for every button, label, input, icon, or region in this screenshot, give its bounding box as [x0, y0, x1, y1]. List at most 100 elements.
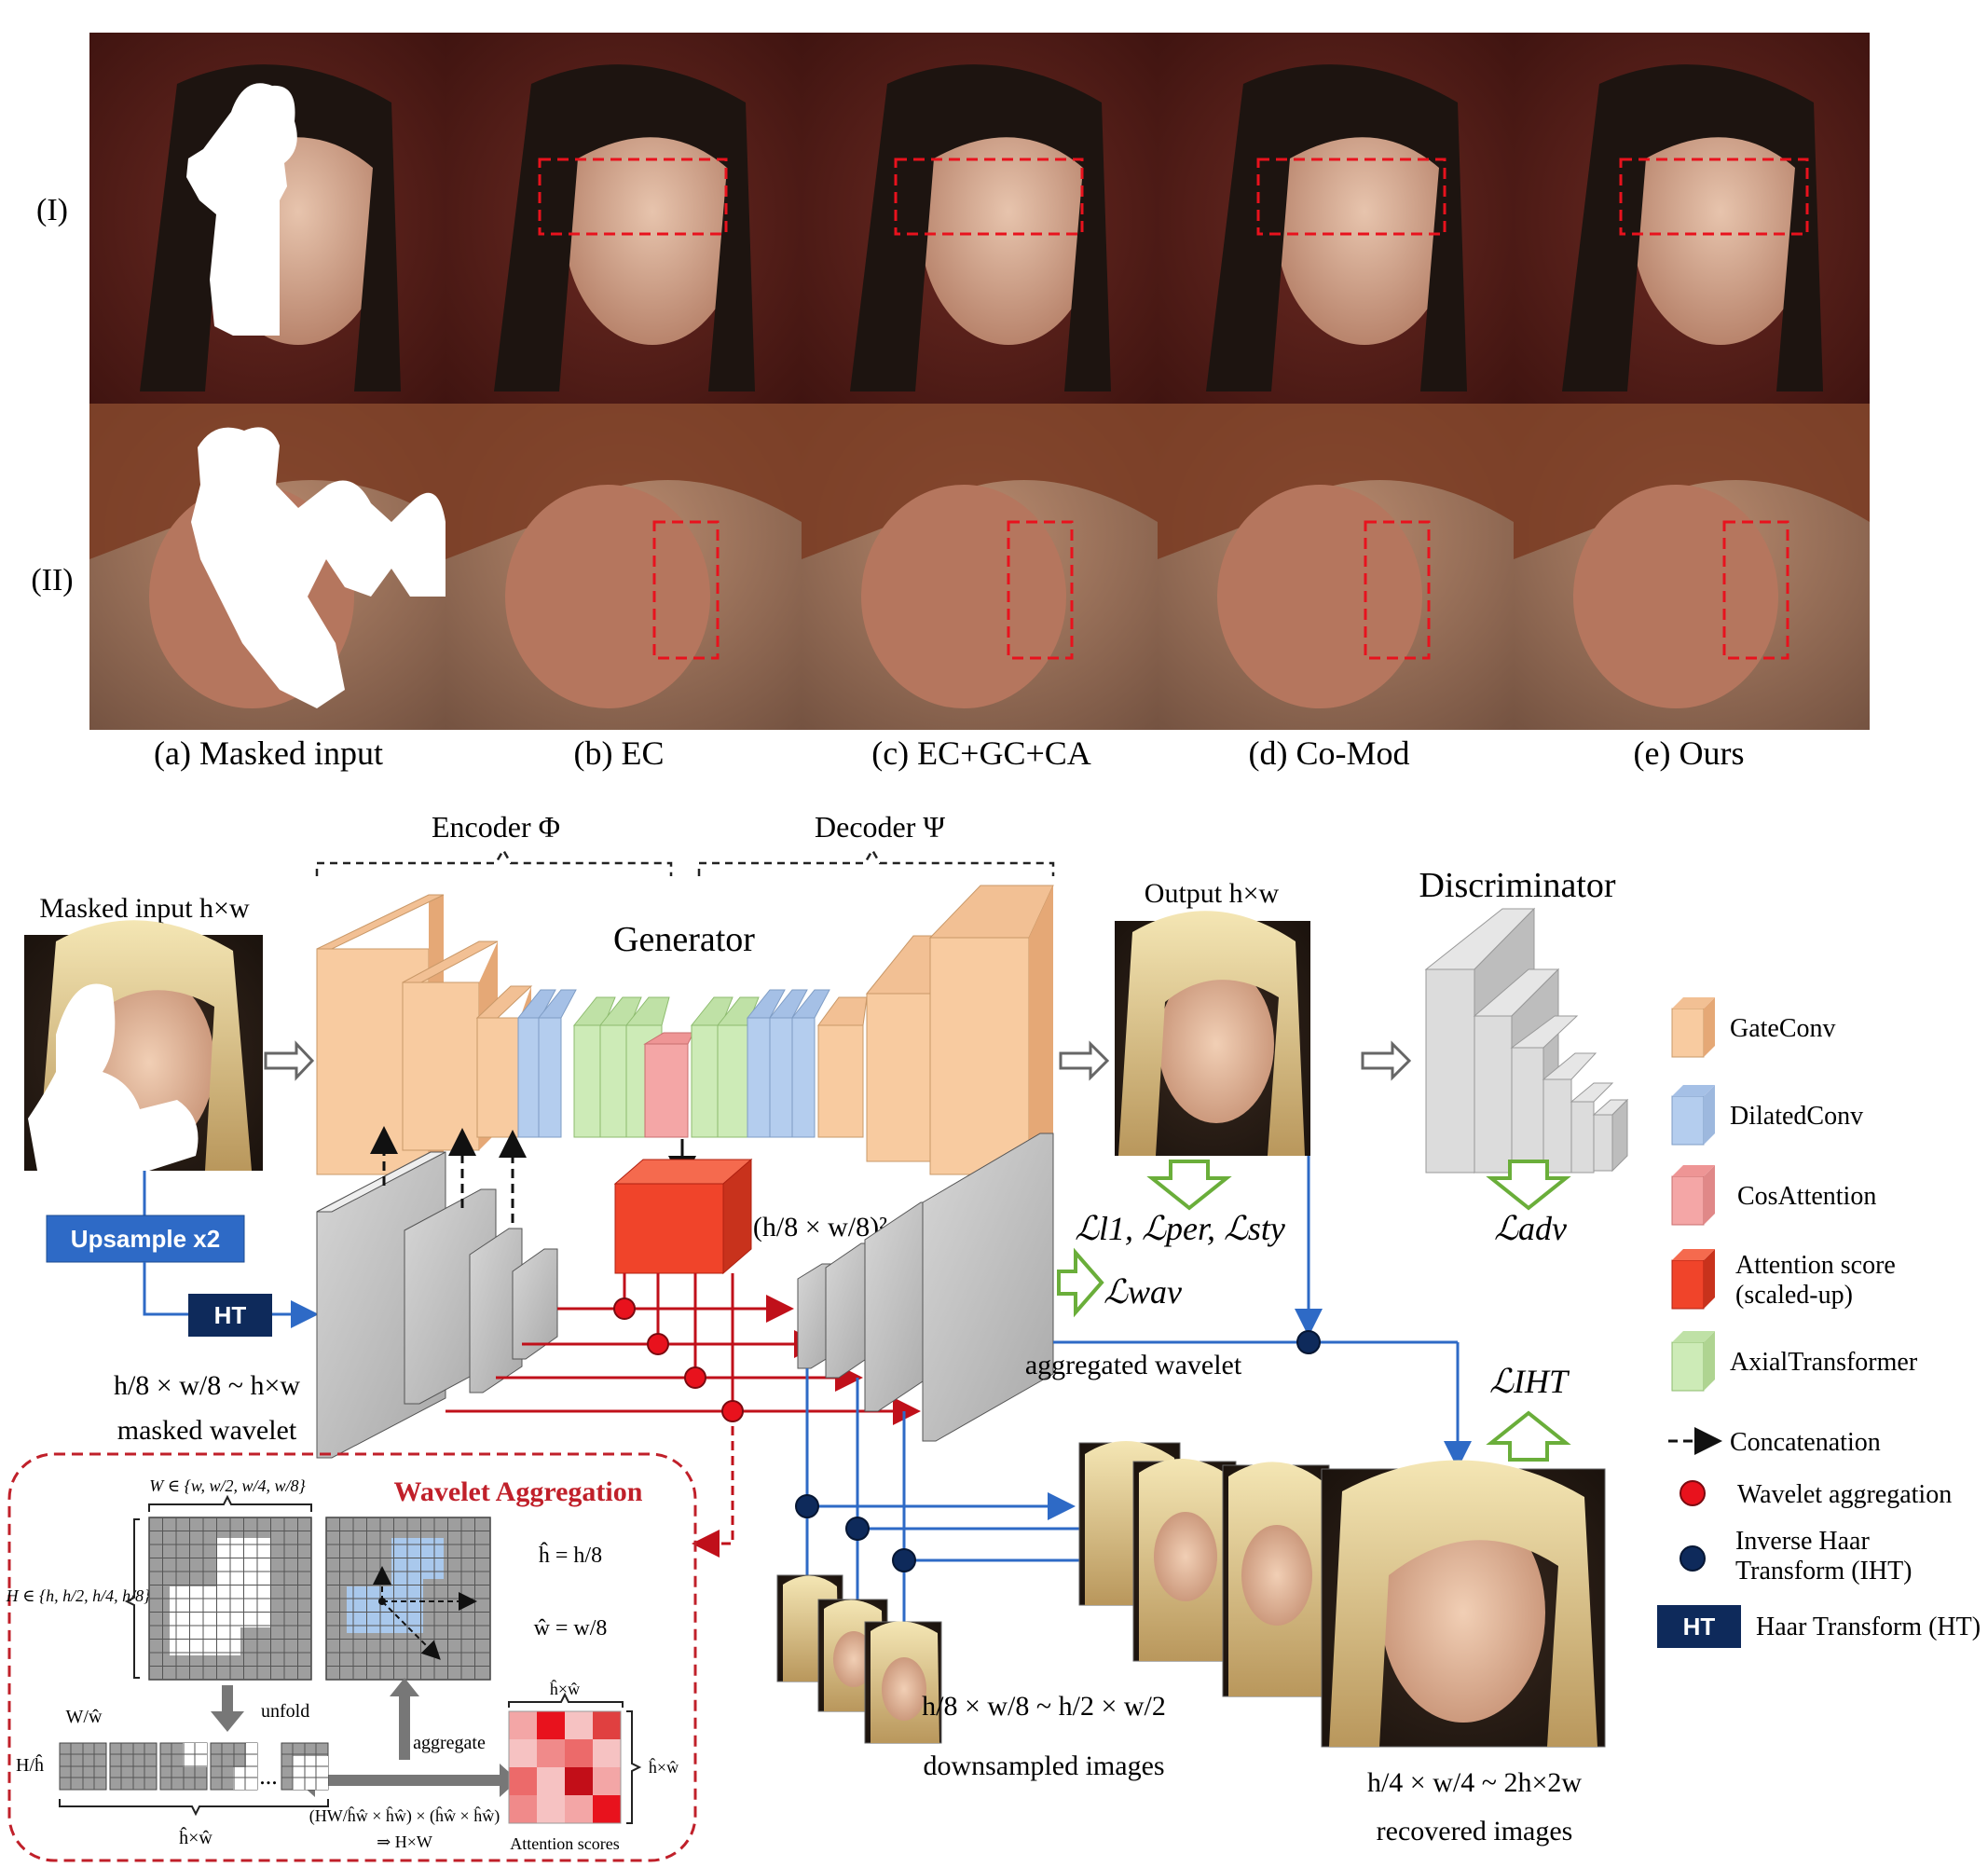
loss-adv: ℒadv: [1494, 1210, 1567, 1247]
upsample-label: Upsample x2: [71, 1225, 220, 1253]
h-hat-eq: ĥ = h/8: [539, 1543, 602, 1568]
arrow-output-to-discriminator: [1361, 1040, 1412, 1081]
aggregate-label: aggregate: [413, 1733, 486, 1753]
iht-nodes: [795, 1330, 1321, 1572]
highlight-row2-d: [1364, 520, 1431, 660]
score-dim-right: ĥ×ŵ: [649, 1757, 679, 1777]
highlight-row1-c: [894, 158, 1084, 236]
upsample-box: [46, 1215, 245, 1263]
legend-cosattention-label: CosAttention: [1737, 1182, 1876, 1211]
aggregated-wavelet-stack: [797, 1133, 1054, 1442]
loss-arrow-output: [1146, 1160, 1232, 1211]
panel-border: [7, 1452, 697, 1862]
encoder-blocks: [316, 894, 694, 1175]
loss-arrow-wav: [1057, 1247, 1104, 1318]
output-image: [1115, 911, 1310, 1156]
highlight-row2-c: [1007, 520, 1074, 660]
legend: GateConv DilatedConv CosAttention Attent…: [1657, 997, 1981, 1648]
legend-cosattention-swatch: [1671, 1165, 1715, 1226]
legend-gateconv-label: GateConv: [1730, 1014, 1836, 1043]
h-set-brace: [124, 1518, 140, 1679]
patch-count-label: ĥ×ŵ: [179, 1826, 213, 1848]
row-1-images: [89, 33, 1870, 404]
output-label: Output h×w: [1145, 878, 1280, 909]
dilatedconv-enc: [516, 989, 577, 1138]
aggregation-nodes: [613, 1297, 744, 1422]
legend-iht-label-1: Inverse Haar: [1735, 1527, 1870, 1556]
arrow-generator-to-output: [1059, 1040, 1110, 1081]
cosattention-block: [643, 1032, 694, 1138]
loss-arrow-iht: [1486, 1410, 1571, 1462]
downsampled-images: [776, 1574, 942, 1744]
encoder-label: Encoder Φ: [432, 810, 560, 844]
highlight-row1-e: [1619, 158, 1809, 236]
wavelet-grid-aggregated: [325, 1517, 491, 1681]
attention-scores-label: Attention scores: [510, 1834, 619, 1853]
legend-attention-score-label-2: (scaled-up): [1735, 1281, 1853, 1310]
arrow-input-to-generator: [264, 1040, 315, 1081]
recovered-images: [1078, 1440, 1606, 1748]
loss-output: ℒl1, ℒper, ℒsty: [1075, 1210, 1285, 1247]
patch-ellipsis: ...: [259, 1763, 278, 1790]
caption-col-b: (b) EC: [574, 734, 665, 772]
attention-size: (h/8 × w/8)²: [753, 1212, 887, 1242]
panel-title: Wavelet Aggregation: [394, 1476, 643, 1507]
loss-wav: ℒwav: [1104, 1273, 1182, 1311]
aggregate-arrow-up: [390, 1678, 419, 1760]
wavelet-grid-masked: [148, 1517, 312, 1681]
axialtransformer-enc: [572, 996, 670, 1138]
masked-wavelet-size: h/8 × w/8 ~ h×w: [114, 1370, 300, 1401]
caption-col-c: (c) EC+GC+CA: [871, 734, 1091, 772]
recovered-label: recovered images: [1377, 1816, 1573, 1846]
legend-concatenation-label: Concatenation: [1730, 1428, 1881, 1457]
row-2-images: [89, 404, 1870, 730]
gateconv-dec-1: [817, 996, 868, 1138]
masked-input-label: Masked input h×w: [39, 893, 250, 924]
highlight-row1-d: [1256, 158, 1446, 236]
gateconv-dec-3: [928, 885, 1054, 1175]
gateconv-dec-2: [865, 935, 939, 1162]
h-over-h-hat: H/ĥ: [16, 1753, 44, 1776]
masked-wavelet-label: masked wavelet: [117, 1415, 297, 1446]
aggregate-arrow-horizontal: [296, 1764, 518, 1797]
legend-attention-score-label-1: Attention score: [1735, 1251, 1896, 1280]
architecture-diagram: Encoder Φ Decoder Ψ Generator Masked inp…: [24, 810, 1629, 1846]
downsampled-label: downsampled images: [923, 1750, 1164, 1781]
legend-ht-swatch: [1657, 1605, 1741, 1648]
discriminator-label: Discriminator: [1419, 866, 1615, 905]
highlight-row1-b: [538, 158, 728, 236]
legend-axialtransformer-label: AxialTransformer: [1730, 1348, 1918, 1377]
aggregation-lines: [446, 1273, 921, 1558]
masked-input-image: [24, 920, 263, 1171]
w-over-w-hat: W/ŵ: [66, 1707, 103, 1727]
highlight-row2-b: [652, 520, 720, 660]
encoder-brace: [315, 847, 673, 876]
legend-attention-score-swatch: [1671, 1249, 1715, 1310]
attention-score-heatmap: [508, 1710, 622, 1824]
dilatedconv-dec: [746, 989, 830, 1138]
legend-axialtransformer-swatch: [1671, 1331, 1715, 1392]
legend-iht-swatch: [1680, 1545, 1706, 1572]
caption-col-d: (d) Co-Mod: [1249, 734, 1410, 772]
legend-gateconv-swatch: [1671, 997, 1715, 1058]
aggregated-wavelet-label: aggregated wavelet: [1025, 1350, 1242, 1380]
row-label-2: (II): [31, 563, 73, 597]
legend-ht-badge: HT: [1683, 1613, 1716, 1640]
mask-row2: [191, 427, 446, 708]
generator-label: Generator: [613, 920, 755, 959]
aggregation-formula: (HW/ĥŵ × ĥŵ) × (ĥŵ × ĥŵ): [309, 1805, 500, 1826]
w-set-brace: [148, 1494, 312, 1512]
unfold-arrow: [211, 1685, 244, 1732]
ht-box: [188, 1294, 272, 1337]
masked-wavelet-stack: [316, 1151, 558, 1459]
aggregation-formula-result: ⇒ H×W: [377, 1833, 432, 1851]
decoder-brace: [697, 847, 1055, 876]
caption-col-e: (e) Ours: [1634, 734, 1745, 772]
decoder-blocks: [690, 885, 1054, 1175]
ht-box-label: HT: [214, 1301, 247, 1329]
w-set-label: W ∈ {w, w/2, w/4, w/8}: [149, 1476, 306, 1495]
highlight-row2-e: [1722, 520, 1789, 660]
legend-iht-label-2: Transform (IHT): [1735, 1557, 1913, 1586]
loss-arrow-adv: [1486, 1160, 1571, 1211]
